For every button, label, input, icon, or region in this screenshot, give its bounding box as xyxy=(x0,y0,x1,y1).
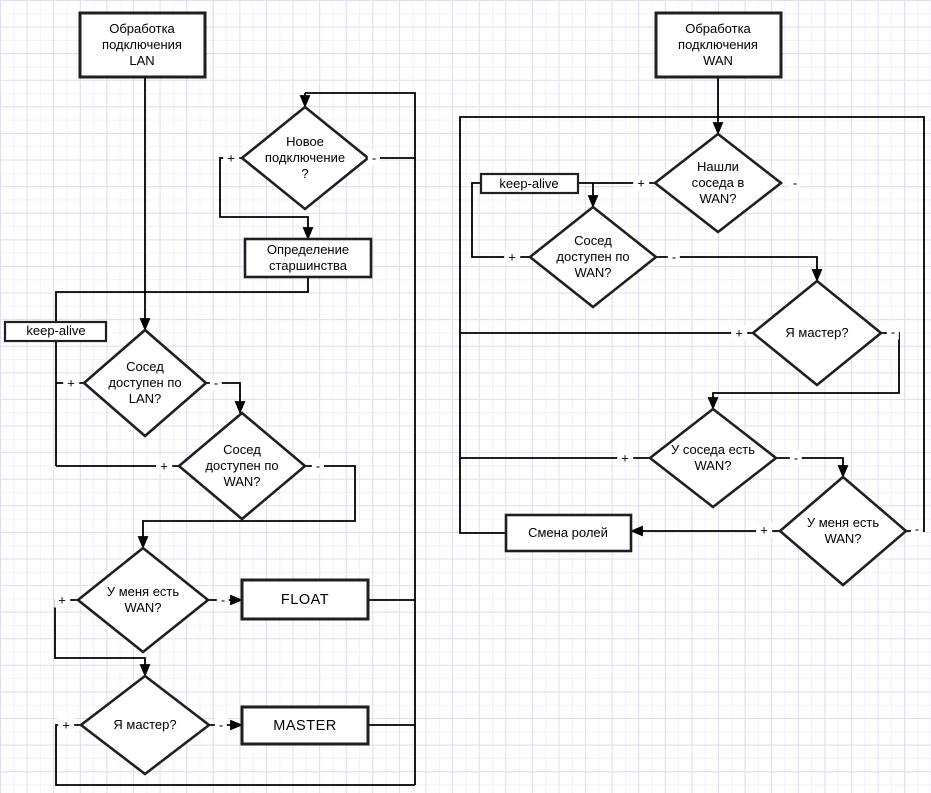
edge-label-minus: - xyxy=(910,521,924,537)
edge-label-minus: - xyxy=(788,175,802,191)
edge-neighbor-wan-plus-to-keepalive xyxy=(471,182,530,258)
edge-label-plus: + xyxy=(223,150,239,166)
node-keepalive-wan[interactable] xyxy=(479,172,580,195)
node-wan-start[interactable] xyxy=(654,11,783,79)
edge-label-minus: - xyxy=(667,249,681,265)
edge-label-minus: - xyxy=(367,150,381,166)
node-seniority-process[interactable] xyxy=(243,237,373,279)
edge-neighbor-has-wan-minus-to-i-have-wan xyxy=(776,457,849,479)
edge-label-plus: + xyxy=(63,375,79,391)
edge-label-minus: - xyxy=(789,450,803,466)
lan-flow-nodes xyxy=(3,11,373,776)
node-neighbor-lan-decision[interactable] xyxy=(82,328,208,438)
edge-neighbor-wan-minus-to-i-master xyxy=(656,256,823,283)
node-keepalive-lan[interactable] xyxy=(3,320,108,343)
node-new-connection-decision[interactable] xyxy=(239,105,371,211)
node-i-master-decision-wan[interactable] xyxy=(750,279,884,387)
edge-lan-main-loop xyxy=(305,92,416,785)
node-i-have-wan-decision-lan[interactable] xyxy=(75,546,211,654)
edge-seniority-to-keepalive-line xyxy=(55,277,309,466)
node-neighbor-has-wan-decision[interactable] xyxy=(647,407,779,509)
node-neighbor-wan-decision-wan[interactable] xyxy=(527,205,659,309)
edge-label-plus: + xyxy=(504,249,520,265)
wan-flow-nodes xyxy=(479,11,908,587)
node-master-state[interactable] xyxy=(240,705,370,746)
node-i-have-wan-decision-wan[interactable] xyxy=(778,475,908,587)
node-float-state[interactable] xyxy=(240,578,370,621)
node-lan-start[interactable] xyxy=(78,11,207,79)
node-found-neighbor-decision[interactable] xyxy=(652,132,784,234)
edge-label-minus: - xyxy=(886,324,900,340)
edge-label-minus: - xyxy=(311,458,325,474)
node-neighbor-wan-decision-lan[interactable] xyxy=(176,411,308,521)
edge-label-plus: + xyxy=(731,325,747,341)
node-role-swap-process[interactable] xyxy=(504,513,633,553)
edge-label-plus: + xyxy=(756,522,772,538)
edge-neighbor-wan-minus-to-i-have-wan xyxy=(137,465,356,550)
edge-label-plus: + xyxy=(633,175,649,191)
edge-label-minus: - xyxy=(214,717,228,733)
edge-label-minus: - xyxy=(209,375,223,391)
edge-label-plus: + xyxy=(58,717,74,733)
edge-label-plus: + xyxy=(54,592,70,608)
edge-label-plus: + xyxy=(156,458,172,474)
node-i-master-decision-lan[interactable] xyxy=(78,674,212,776)
edge-label-plus: + xyxy=(617,450,633,466)
edge-label-minus: - xyxy=(216,592,230,608)
